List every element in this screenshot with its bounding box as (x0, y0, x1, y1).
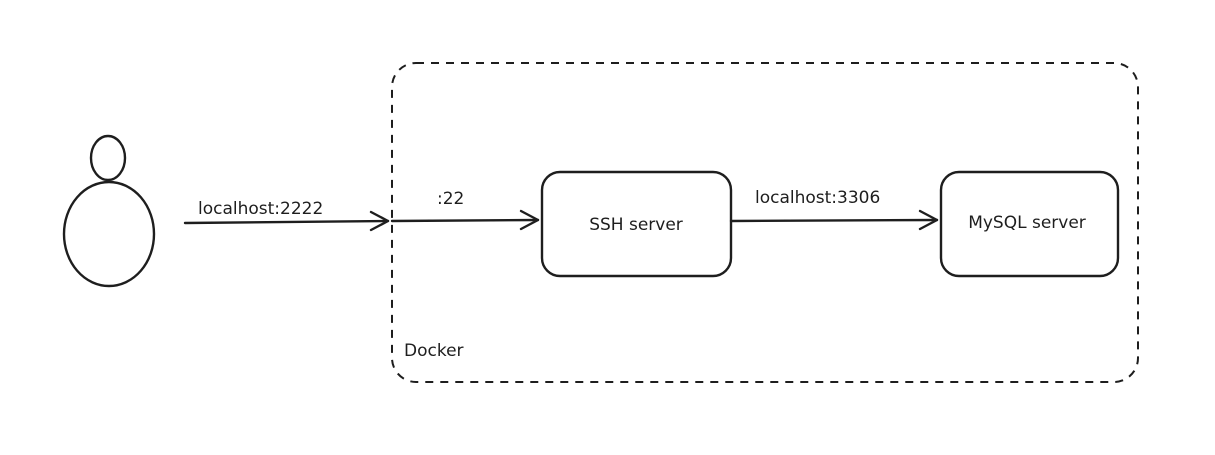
person-body (62, 180, 156, 288)
edge-label-docker-to-ssh: :22 (437, 189, 464, 209)
docker-container (391, 62, 1139, 383)
edge-ssh-to-mysql (729, 209, 939, 231)
person-icon (62, 134, 156, 288)
mysql-server-node (939, 170, 1120, 278)
docker-container-label: Docker (404, 341, 464, 361)
edge-label-ssh-to-mysql: localhost:3306 (755, 188, 880, 208)
edge-label-user-to-docker: localhost:2222 (198, 199, 323, 219)
edge-line (183, 219, 390, 225)
edge-user-to-docker (183, 210, 390, 232)
person-head (89, 134, 127, 182)
ssh-server-label: SSH server (589, 215, 683, 235)
edge-line (729, 218, 939, 223)
edge-docker-to-ssh (390, 209, 540, 231)
arrowhead-icon (519, 209, 540, 231)
arrowhead-icon (918, 209, 939, 231)
ssh-server-node (540, 170, 733, 278)
mysql-server-label: MySQL server (968, 213, 1086, 233)
arrowhead-icon (369, 210, 390, 232)
edge-line (390, 218, 540, 223)
